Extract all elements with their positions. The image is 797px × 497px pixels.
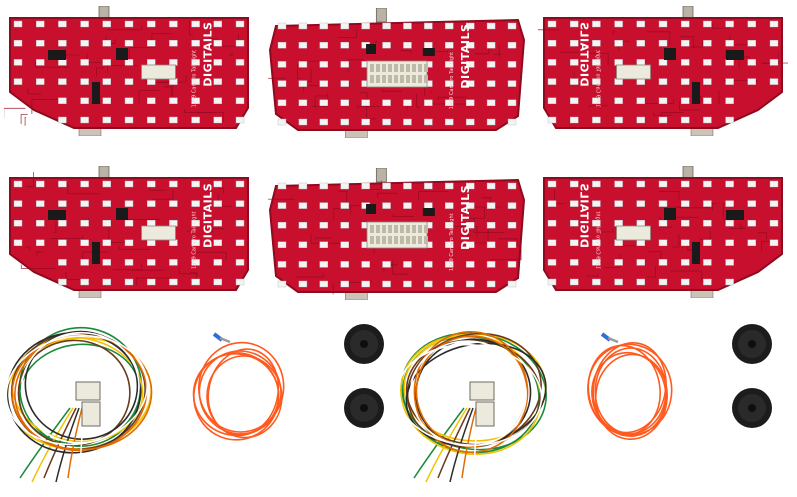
rubber-grommet-1 (342, 322, 386, 371)
digitails-logo: DIGITAILS (578, 183, 591, 248)
wiring-harness-right (394, 318, 554, 493)
rubber-grommet-4 (730, 386, 774, 435)
rubber-grommet-3 (730, 322, 774, 371)
digitails-logo: DIGITAILS (459, 24, 472, 89)
rubber-grommet-2 (342, 386, 386, 435)
board-bottom-right: DIGITAILS 1969 Camaro Tail Light (538, 166, 788, 298)
pcb-model-label: 1969 Camaro Tail Light (449, 52, 455, 110)
board-top-right: DIGITAILS 1969 Camaro Tail Light (538, 6, 788, 136)
board-bottom-center: DIGITAILS 1969 Camaro Tail Light (268, 168, 526, 300)
digitails-logo: DIGITAILS (459, 185, 472, 250)
board-bottom-left: DIGITAILS 1969 Camaro Tail Light (4, 166, 254, 298)
pcb-model-label: 1969 Camaro Tail Light (192, 50, 198, 108)
pcb-model-label: 1969 Camaro Tail Light (595, 50, 601, 108)
digitails-logo: DIGITAILS (202, 183, 215, 248)
orange-lead-right (578, 328, 678, 453)
digitails-logo: DIGITAILS (578, 22, 591, 87)
board-top-left: DIGITAILS 1969 Camaro Tail Light (4, 6, 254, 136)
pcb-model-label: 1969 Camaro Tail Light (449, 213, 455, 271)
orange-lead-left (190, 328, 290, 453)
board-top-center: DIGITAILS 1969 Camaro Tail Light (268, 8, 526, 138)
pcb-model-label: 1969 Camaro Tail Light (192, 211, 198, 269)
pcb-model-label: 1969 Camaro Tail Light (595, 211, 601, 269)
digitails-logo: DIGITAILS (202, 22, 215, 87)
wiring-harness-left (0, 318, 160, 493)
